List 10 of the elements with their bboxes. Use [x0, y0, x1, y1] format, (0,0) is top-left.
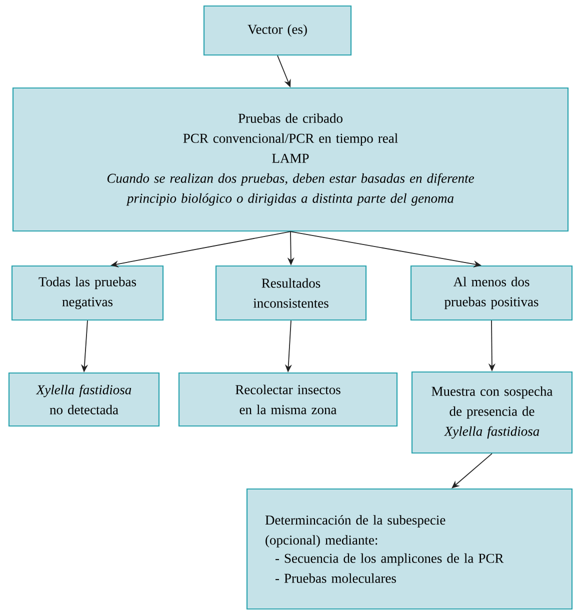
result-box: Resultados inconsistentes [215, 265, 367, 321]
result-box: Recolectar insectos en la misma zona [178, 372, 398, 427]
result-box: Muestra con sospecha de presencia de Xylella fastidiosa [411, 371, 573, 454]
note-box: Determincación de la subespecie (opcional) mediante: - Secuencia de los amplicones de la PCR - Pruebas moleculares [246, 488, 573, 610]
result-box: Xylella fastidiosa no detectada [8, 372, 160, 427]
result-box: Todas las pruebas negativas [11, 265, 164, 321]
process-box: Vector (es) [203, 5, 352, 56]
process-box: Pruebas de cribado PCR convencional/PCR en tiempo real LAMP Cuando se realizan dos pruebas, deben estar basadas en diferente principio biológico o dirigidas a distinta parte del genoma [12, 87, 569, 232]
arrow [452, 453, 492, 488]
result-box: Al menos dos pruebas positivas [410, 265, 573, 321]
